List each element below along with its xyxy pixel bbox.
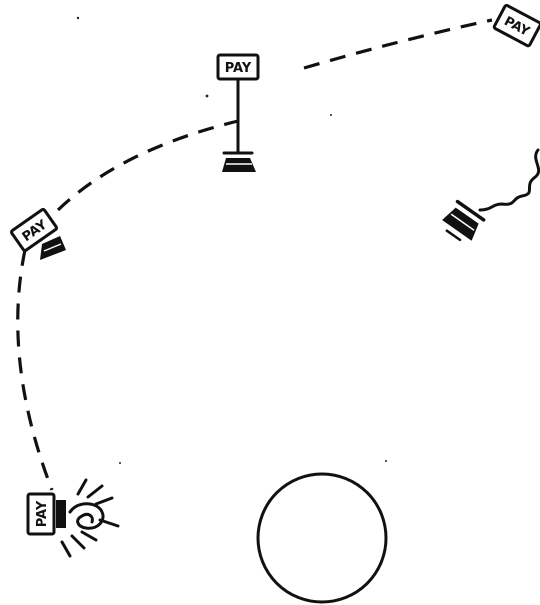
phone-body: [442, 205, 482, 240]
phone-body: [222, 158, 256, 172]
phone-leg: [447, 231, 460, 240]
flying-telephone-icon: [439, 200, 486, 245]
speck: [206, 95, 209, 98]
speck: [385, 460, 387, 462]
pay-sign-label: PAY: [35, 500, 50, 527]
circle-icon: [258, 474, 386, 602]
pay-sign-icon: PAY: [494, 5, 540, 47]
pay-phone-left: PAY: [11, 209, 66, 260]
dashed-path-top-to-right: [304, 20, 492, 68]
speck: [119, 462, 121, 464]
emphasis-line: [72, 536, 84, 548]
emphasis-line: [96, 498, 112, 504]
pay-sign-icon: PAY: [28, 494, 54, 534]
emphasis-line: [62, 542, 70, 556]
telephone-base-icon: [222, 153, 256, 172]
speck: [330, 114, 332, 116]
phone-cord: [480, 150, 539, 210]
emphasis-line: [82, 532, 96, 540]
hand-cuff: [100, 520, 118, 526]
hand: [70, 504, 103, 529]
coin-hand-icon: PAY: [28, 480, 118, 556]
emphasis-line: [78, 480, 86, 494]
dashed-path-left-to-bottom: [18, 250, 52, 490]
pay-sign-icon: PAY: [218, 55, 258, 152]
phone-box-side: [56, 500, 66, 528]
dashed-path-left-to-top: [58, 121, 238, 210]
pay-sign-label: PAY: [225, 61, 252, 76]
speck: [77, 17, 79, 19]
emphasis-line: [88, 486, 102, 497]
